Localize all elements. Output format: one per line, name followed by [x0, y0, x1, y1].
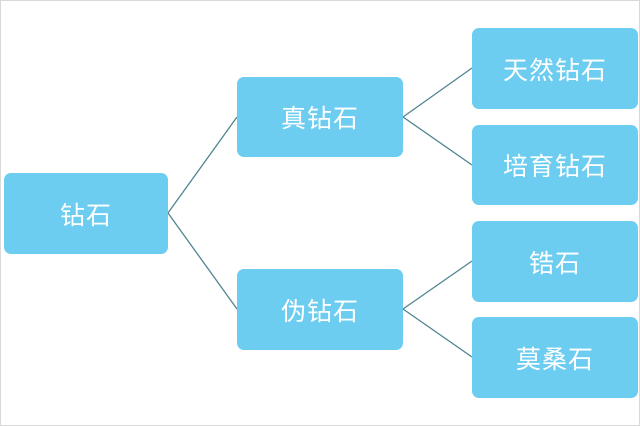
- node-natural-diamond: 天然钻石: [472, 28, 638, 109]
- node-zircon: 锆石: [472, 221, 638, 302]
- node-moissanite: 莫桑石: [472, 317, 638, 398]
- connector-fake-to-moissanite: [402, 308, 473, 358]
- node-diamond: 钻石: [4, 173, 168, 254]
- node-lab-grown-diamond: 培育钻石: [472, 125, 638, 205]
- connector-fake-to-zircon: [402, 260, 473, 310]
- connector-real-to-natural: [402, 67, 473, 118]
- connector-root-to-real: [167, 116, 238, 214]
- node-fake-diamond: 伪钻石: [237, 269, 403, 350]
- connector-root-to-fake: [167, 212, 238, 310]
- connector-real-to-lab: [402, 116, 473, 166]
- node-real-diamond: 真钻石: [237, 77, 403, 157]
